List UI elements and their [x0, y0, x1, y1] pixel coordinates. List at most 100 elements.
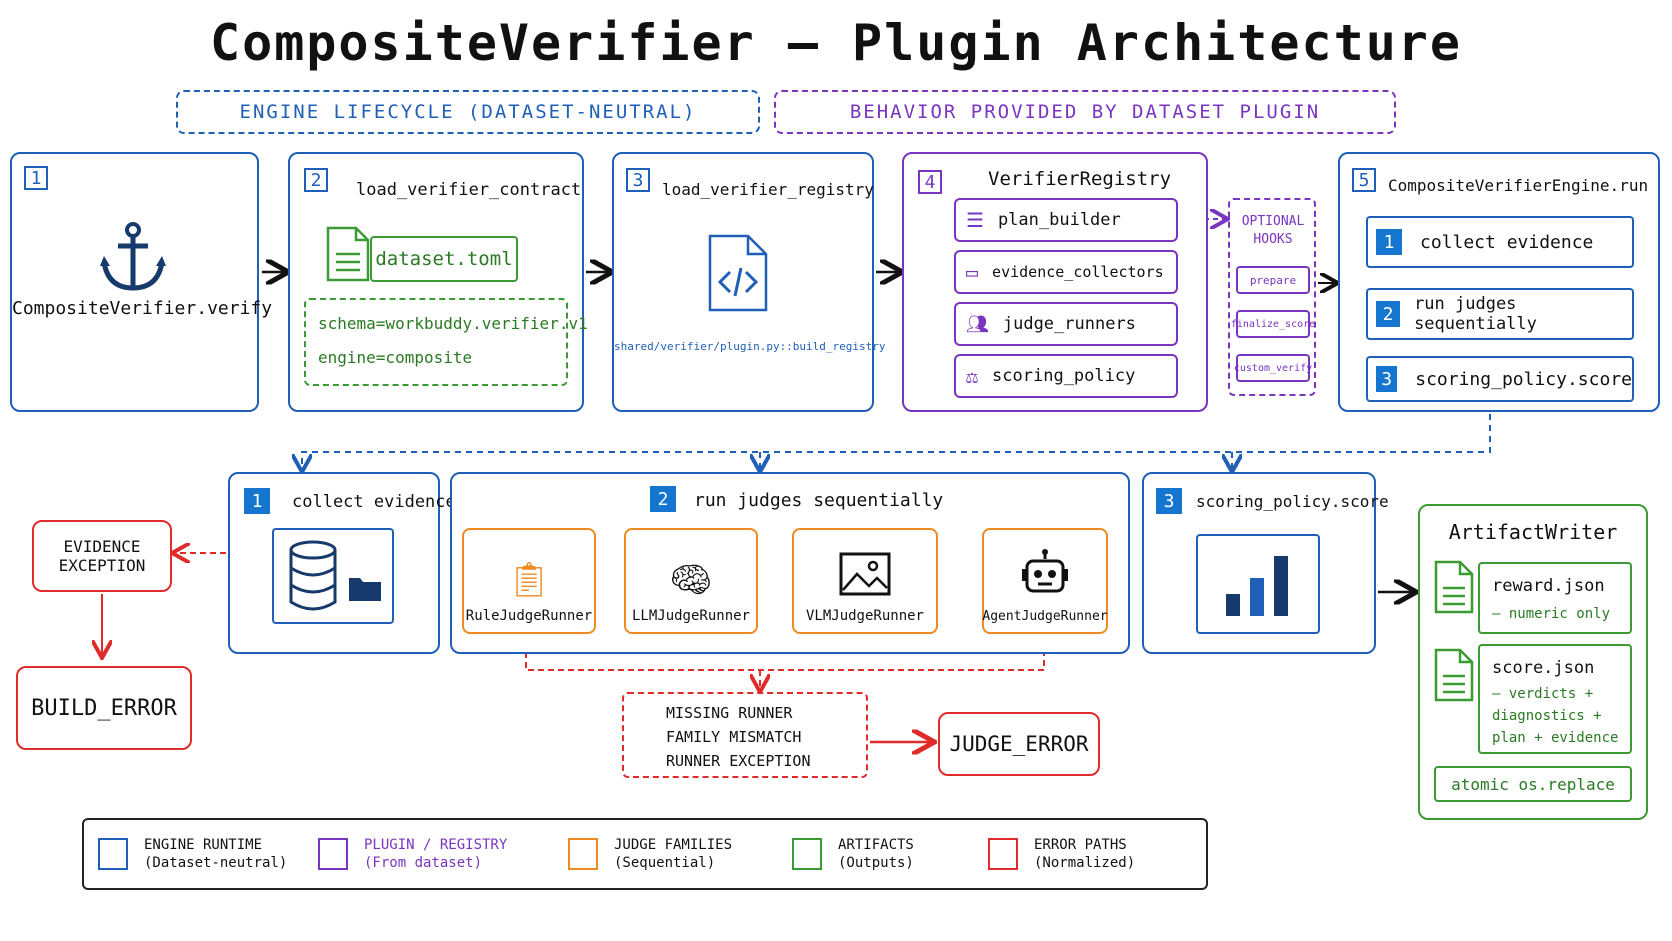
stage-number: 5: [1352, 168, 1376, 192]
hooks-title-line2: HOOKS: [1253, 232, 1293, 247]
anchor-icon: [100, 222, 166, 291]
page-title: CompositeVerifier — Plugin Architecture: [210, 14, 1462, 72]
registry-item-judge-runners: 👥︎ judge_runners: [954, 302, 1178, 346]
legend: ENGINE RUNTIME (Dataset-neutral) PLUGIN /…: [82, 818, 1208, 890]
detail-number: 3: [1156, 488, 1182, 514]
legend-swatch: [568, 838, 598, 870]
detail-collect-evidence: 1 collect evidence: [228, 472, 456, 654]
step-number: 1: [1376, 229, 1402, 255]
legend-item-plugin: PLUGIN / REGISTRY (From dataset): [318, 836, 507, 872]
users-icon: 👥︎: [966, 313, 989, 335]
artifact-name: score.json: [1492, 658, 1595, 678]
stage-verify: 1 CompositeVerifier.verify: [10, 152, 272, 412]
registry-item-label: scoring_policy: [992, 366, 1136, 386]
legend-item-artifacts: ARTIFACTS(Outputs): [792, 836, 914, 872]
step-label: collect evidence: [1420, 231, 1594, 253]
stage-number: 4: [918, 170, 942, 194]
stage-load-registry: 3 load_verifier_registry shared/verifier…: [612, 152, 886, 412]
score-json-card: score.json — verdicts + diagnostics + pl…: [1478, 644, 1632, 754]
cause-line: RUNNER EXCEPTION: [666, 752, 811, 770]
artifact-desc: — verdicts +: [1492, 686, 1594, 702]
step-label: scoring_policy.score: [1415, 368, 1632, 390]
document-icon: [1434, 560, 1474, 614]
registry-item-label: plan_builder: [997, 210, 1121, 230]
registry-item-scoring-policy: ⚖ scoring_policy: [954, 354, 1178, 398]
stage-number: 1: [24, 166, 48, 190]
score-chart-frame: [1196, 534, 1320, 634]
judge-agent-runner: AgentJudgeRunner: [982, 528, 1108, 634]
detail-number: 2: [650, 486, 676, 512]
legend-title: ENGINE RUNTIME: [144, 837, 263, 853]
judge-vlm-runner: VLMJudgeRunner: [792, 528, 938, 634]
plugin-behavior-band: BEHAVIOR PROVIDED BY DATASET PLUGIN: [774, 90, 1396, 134]
stage-label: load_verifier_contract: [356, 180, 582, 200]
document-icon: [1434, 648, 1474, 702]
step-number: 2: [1376, 301, 1401, 327]
reward-json-card: reward.json — numeric only: [1478, 562, 1632, 634]
folder-icon: ▭: [966, 260, 979, 284]
stage-label: VerifierRegistry: [988, 168, 1172, 190]
judge-label: RuleJudgeRunner: [465, 608, 593, 624]
legend-title: JUDGE FAMILIES: [614, 837, 733, 853]
detail-label: run judges sequentially: [694, 490, 944, 511]
legend-sub: (Sequential): [614, 855, 716, 871]
checklist-icon: 📋︎: [507, 560, 551, 600]
hooks-title-line1: OPTIONAL: [1241, 214, 1305, 229]
legend-swatch: [792, 838, 822, 870]
artifact-name: reward.json: [1492, 576, 1605, 596]
detail-run-judges: 2 run judges sequentially 📋︎ RuleJudgeRu…: [450, 472, 1130, 654]
legend-sub: (Normalized): [1034, 855, 1136, 871]
dataset-file-chip: dataset.toml: [370, 236, 518, 282]
build-error-box: BUILD_ERROR: [16, 666, 192, 750]
judge-error-causes: MISSING RUNNER FAMILY MISMATCH RUNNER EX…: [622, 692, 868, 778]
plugin-behavior-label: BEHAVIOR PROVIDED BY DATASET PLUGIN: [849, 101, 1321, 123]
registry-item-label: evidence_collectors: [992, 263, 1164, 281]
stage-number: 3: [626, 168, 650, 192]
brain-icon: 🧠︎: [669, 560, 713, 600]
legend-sub: (Dataset-neutral): [144, 855, 288, 871]
engine-field: engine=composite: [318, 348, 473, 367]
code-file-icon: [708, 234, 768, 312]
database-icon: [289, 540, 337, 611]
judge-error-label: JUDGE_ERROR: [949, 732, 1089, 756]
hook-custom-verify: custom_verify: [1234, 354, 1312, 382]
engine-lifecycle-label: ENGINE LIFECYCLE (DATASET-NEUTRAL): [239, 101, 697, 123]
judge-rule-runner: 📋︎ RuleJudgeRunner: [462, 528, 596, 634]
legend-swatch: [98, 838, 128, 870]
atomic-replace-chip: atomic os.replace: [1434, 766, 1632, 802]
artifact-writer-title: ArtifactWriter: [1448, 520, 1618, 544]
detail-scoring-policy: 3 scoring_policy.score: [1142, 472, 1389, 654]
legend-swatch: [318, 838, 348, 870]
contract-fields: schema=workbuddy.verifier.v1 engine=comp…: [304, 298, 588, 386]
bar-chart-icon: [1226, 556, 1288, 616]
stage-engine-run: 5 CompositeVerifierEngine.run 1 collect …: [1338, 152, 1660, 412]
detail-label: collect evidence: [292, 492, 456, 512]
build-error-label: BUILD_ERROR: [31, 695, 177, 721]
folder-icon: [349, 578, 381, 601]
legend-sub: (From dataset): [364, 855, 483, 871]
engine-step-score: 3 scoring_policy.score: [1366, 356, 1634, 402]
error-line: EXCEPTION: [58, 556, 146, 575]
scales-icon: ⚖: [966, 364, 979, 388]
artifact-desc: diagnostics +: [1492, 708, 1602, 724]
detail-number: 1: [244, 488, 270, 514]
engine-step-collect: 1 collect evidence: [1366, 216, 1634, 268]
hook-prepare: prepare: [1236, 266, 1310, 294]
evidence-exception-box: EVIDENCE EXCEPTION: [32, 520, 172, 592]
artifact-desc: plan + evidence: [1492, 730, 1619, 746]
artifact-desc: — numeric only: [1492, 606, 1611, 622]
list-icon: ☰: [966, 208, 984, 232]
step-label: run judges sequentially: [1414, 294, 1537, 334]
registry-item-label: judge_runners: [1002, 314, 1136, 334]
cause-line: FAMILY MISMATCH: [666, 728, 802, 746]
stage-label: load_verifier_registry: [662, 180, 874, 199]
legend-title: PLUGIN / REGISTRY: [364, 837, 508, 853]
schema-field: schema=workbuddy.verifier.v1: [318, 314, 588, 333]
legend-item-errors: ERROR PATHS (Normalized): [988, 836, 1135, 872]
optional-hooks: OPTIONAL HOOKS prepare finalize_score cu…: [1228, 198, 1316, 396]
legend-swatch: [988, 838, 1018, 870]
legend-title: ERROR PATHS: [1034, 837, 1127, 853]
artifact-writer: ArtifactWriter reward.json — numeric onl…: [1418, 504, 1648, 820]
dataset-file-name: dataset.toml: [375, 248, 513, 270]
engine-step-judges: 2 run judges sequentially: [1366, 288, 1634, 340]
